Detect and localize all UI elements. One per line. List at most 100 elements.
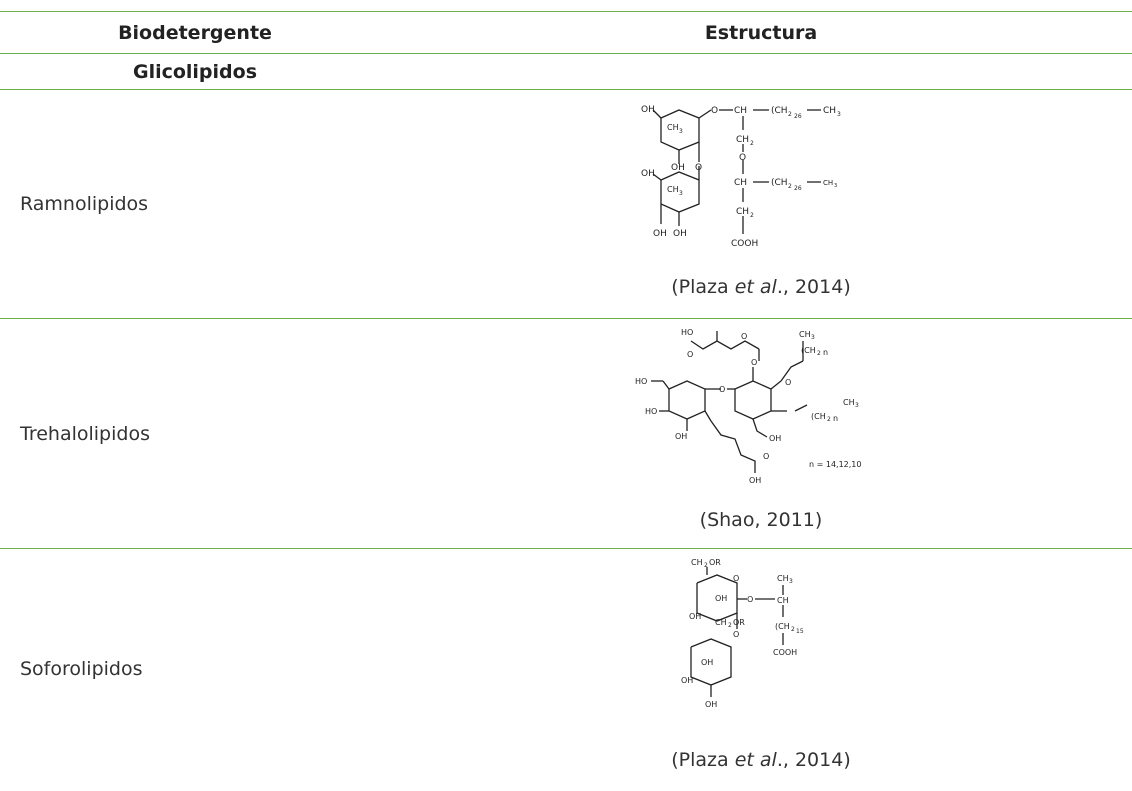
ramno-sub3b: 3 bbox=[679, 190, 683, 197]
ramno-subn2: 26 bbox=[794, 185, 802, 192]
header-biodetergente: Biodetergente bbox=[118, 21, 272, 44]
ramno-ch1: CH bbox=[734, 106, 747, 116]
table-row: Soforolipidos CH 2 OR C bbox=[0, 549, 1132, 789]
treha-ho3: HO bbox=[645, 407, 657, 416]
treha-o4: O bbox=[751, 358, 757, 367]
header-estructura: Estructura bbox=[704, 21, 818, 44]
ramno-ch2: CH bbox=[734, 178, 747, 188]
ramno-sub2c: 2 bbox=[788, 183, 792, 190]
ramno-o2: O bbox=[739, 153, 746, 163]
ramno-subn1: 26 bbox=[794, 113, 802, 120]
ramno-sub3d: 3 bbox=[834, 183, 837, 189]
sofo-ch215: (CH bbox=[775, 622, 790, 631]
citation-etal: et al bbox=[734, 749, 777, 771]
row-name-cell: Ramnolipidos bbox=[0, 90, 390, 318]
row-citation: (Plaza et al., 2014) bbox=[390, 749, 1132, 771]
soforolipid-structure: CH 2 OR CH 3 OH CH OH CH 2 OR (CH 2 15 C… bbox=[390, 555, 1132, 735]
ramno-ch3c: CH bbox=[823, 106, 836, 116]
sofo-sub2b: 2 bbox=[728, 622, 732, 629]
sofo-sub2c: 2 bbox=[791, 626, 795, 633]
sofo-cooh: COOH bbox=[773, 648, 797, 657]
treha-ho1: HO bbox=[681, 328, 693, 337]
treha-o1: O bbox=[687, 350, 693, 359]
trehalolipid-structure: HO O O CH 3 (CH 2 n HO HO OH O O O (CH 2 bbox=[390, 327, 1132, 487]
row-name: Ramnolipidos bbox=[20, 193, 149, 215]
row-structure-cell: OH CH 3 OH O OH CH 3 OH OH O CH (CH 2 26… bbox=[390, 90, 1132, 318]
ramno-sub2d: 2 bbox=[750, 212, 754, 219]
ramno-ch3d: CH bbox=[823, 179, 833, 187]
ramno-ch2a: CH bbox=[736, 135, 749, 145]
sofo-o1: O bbox=[733, 574, 739, 583]
treha-sub3b: 3 bbox=[855, 402, 859, 409]
section-label: Glicolipidos bbox=[132, 60, 258, 83]
biodetergent-table: Biodetergente Estructura Glicolipidos Ra… bbox=[0, 11, 1132, 789]
row-name-cell: Soforolipidos bbox=[0, 549, 390, 789]
sofo-oh5: OH bbox=[705, 700, 717, 709]
sofo-oh2: OH bbox=[689, 612, 701, 621]
citation-author: (Plaza bbox=[671, 749, 729, 771]
ramno-sub2b: 2 bbox=[750, 140, 754, 147]
row-name-cell: Trehalolipidos bbox=[0, 319, 390, 548]
sofo-or2: OR bbox=[733, 618, 745, 627]
treha-ch3b: CH bbox=[843, 398, 855, 407]
sofo-sub3: 3 bbox=[789, 578, 793, 585]
treha-sub2b: 2 bbox=[827, 416, 831, 423]
ramno-chain2: (CH bbox=[771, 178, 788, 188]
ramno-oh4: OH bbox=[653, 229, 667, 239]
ramno-o1: O bbox=[695, 163, 702, 173]
row-citation: (Plaza et al., 2014) bbox=[390, 276, 1132, 298]
treha-oh3: OH bbox=[749, 476, 761, 485]
treha-oh1: OH bbox=[675, 432, 687, 441]
treha-sub2: 2 bbox=[817, 350, 821, 357]
sofo-ch3: CH bbox=[777, 574, 789, 583]
treha-o2: O bbox=[741, 332, 747, 341]
treha-o5: O bbox=[785, 378, 791, 387]
citation-year: ., 2014) bbox=[776, 749, 851, 771]
ramno-oh5: OH bbox=[673, 229, 687, 239]
treha-o6: O bbox=[763, 452, 769, 461]
sofo-oh3: OH bbox=[701, 658, 713, 667]
treha-oh2: OH bbox=[769, 434, 781, 443]
treha-o3: O bbox=[719, 385, 725, 394]
sofo-o3: O bbox=[733, 630, 739, 639]
ramno-sub3c: 3 bbox=[837, 111, 841, 118]
treha-n2: n bbox=[833, 414, 838, 423]
section-row-glicolipidos: Glicolipidos bbox=[0, 54, 1132, 90]
ramno-cooh: COOH bbox=[731, 239, 758, 249]
treha-ch2n2: (CH bbox=[811, 412, 826, 421]
sofo-ch: CH bbox=[777, 596, 789, 605]
ramno-sub2a: 2 bbox=[788, 111, 792, 118]
sofo-or1: OR bbox=[709, 558, 721, 567]
treha-note: n = 14,12,10 bbox=[809, 460, 861, 469]
treha-ch3: CH bbox=[799, 330, 811, 339]
ramnolipid-structure: OH CH 3 OH O OH CH 3 OH OH O CH (CH 2 26… bbox=[390, 100, 1132, 270]
sofo-sub2a: 2 bbox=[704, 562, 708, 569]
trehalolipid-diagram: HO O O CH 3 (CH 2 n HO HO OH O O O (CH 2 bbox=[635, 328, 861, 485]
row-structure-cell: CH 2 OR CH 3 OH CH OH CH 2 OR (CH 2 15 C… bbox=[390, 549, 1132, 789]
treha-n1: n bbox=[823, 348, 828, 357]
ramnolipid-diagram: OH CH 3 OH O OH CH 3 OH OH O CH (CH 2 26… bbox=[641, 105, 841, 249]
sofo-oh4: OH bbox=[681, 676, 693, 685]
row-name: Trehalolipidos bbox=[20, 422, 150, 445]
treha-sub3: 3 bbox=[811, 334, 815, 341]
row-citation: (Shao, 2011) bbox=[699, 509, 823, 531]
sofo-o2: O bbox=[747, 595, 753, 604]
citation-author: (Plaza bbox=[671, 276, 729, 298]
row-name: Soforolipidos bbox=[20, 658, 143, 680]
ramno-ch3b: CH bbox=[667, 185, 679, 194]
citation-year: ., 2014) bbox=[776, 276, 851, 298]
sofo-ch2or1: CH bbox=[691, 558, 703, 567]
treha-ch2n: (CH bbox=[801, 346, 816, 355]
treha-ho2: HO bbox=[635, 377, 647, 386]
ramno-ch3a: CH bbox=[667, 123, 679, 132]
row-structure-cell: HO O O CH 3 (CH 2 n HO HO OH O O O (CH 2 bbox=[390, 319, 1132, 548]
sofo-sub15: 15 bbox=[796, 628, 804, 635]
ramno-o-top: O bbox=[711, 106, 718, 116]
ramno-ch2b: CH bbox=[736, 207, 749, 217]
table-row: Trehalolipidos bbox=[0, 319, 1132, 549]
table-header-row: Biodetergente Estructura bbox=[0, 11, 1132, 54]
sofo-oh1: OH bbox=[715, 594, 727, 603]
ramno-chain1: (CH bbox=[771, 106, 788, 116]
sofo-ch2or2: CH bbox=[715, 618, 727, 627]
ramno-oh2: OH bbox=[671, 163, 685, 173]
